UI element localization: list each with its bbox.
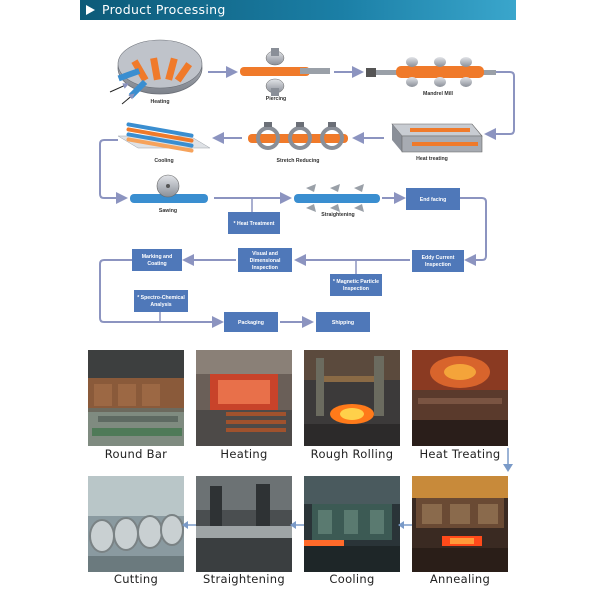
- sawing-illustration: [130, 174, 208, 203]
- marking-label-2: Coating: [147, 261, 166, 267]
- magnetic-label-1: * Magnetic Particle: [333, 279, 379, 285]
- spectro-label-2: Analysis: [150, 302, 171, 308]
- caption-heating: Heating: [220, 447, 268, 461]
- flow-connector: [484, 71, 515, 140]
- end-facing-label: End facing: [420, 197, 447, 203]
- shipping-box: [316, 312, 370, 332]
- spectro-chemical-box: [134, 290, 188, 312]
- process-flow-diagram: Heating Piercing Mandrel Mill Heat treat…: [99, 39, 515, 332]
- packaging-box: [224, 312, 278, 332]
- flow-connector: [99, 259, 224, 328]
- heating-photo: [196, 350, 292, 446]
- step-mandrel-mill-label: Mandrel Mill: [423, 91, 454, 97]
- packaging-label: Packaging: [238, 320, 264, 326]
- eddy-current-box: [412, 250, 464, 272]
- marking-label-1: Marking and: [142, 254, 173, 260]
- visual-label-3: Inspection: [252, 265, 278, 271]
- left-arrow-icon: [182, 521, 196, 529]
- heat-treating-furnace-illustration: [391, 123, 483, 153]
- step-straightening-label: Straightening: [321, 212, 354, 218]
- caption-heat-treating: Heat Treating: [419, 447, 501, 461]
- flow-connector: [460, 197, 487, 266]
- caption-cutting: Cutting: [113, 572, 159, 586]
- cooling-photo: [304, 476, 400, 572]
- annealing-photo: [412, 476, 508, 572]
- heat-treating-photo: [412, 350, 508, 446]
- piercing-illustration: [240, 48, 330, 96]
- cutting-photo: [88, 476, 184, 572]
- heat-treatment-label: * Heat Treatment: [234, 221, 275, 227]
- down-arrow-icon: [503, 448, 513, 472]
- step-cooling-label: Cooling: [154, 158, 173, 164]
- marking-coating-box: [132, 249, 182, 271]
- cooling-bed-illustration: [117, 122, 211, 153]
- straightening-illustration: [294, 184, 380, 212]
- caption-cooling: Cooling: [329, 572, 375, 586]
- straightening-photo: [196, 476, 292, 572]
- caption-annealing: Annealing: [429, 572, 491, 586]
- spectro-label-1: * Spectro-Chemical: [137, 295, 185, 301]
- heating-furnace-illustration: [109, 39, 203, 105]
- magnetic-particle-box: [330, 274, 382, 296]
- end-facing-box: [406, 188, 460, 210]
- rough-rolling-photo: [304, 350, 400, 446]
- stretch-reducing-illustration: [248, 122, 348, 150]
- magnetic-label-2: Inspection: [343, 286, 369, 292]
- eddy-current-label-2: Inspection: [425, 262, 451, 268]
- caption-straightening: Straightening: [203, 572, 285, 586]
- visual-dimensional-box: [238, 248, 292, 272]
- visual-label-1: Visual and: [252, 251, 278, 257]
- section-title: Product Processing: [102, 2, 226, 17]
- step-stretch-reducing-label: Stretch Reducing: [277, 158, 320, 164]
- round-bar-photo: [88, 350, 184, 446]
- step-heat-treating-label: Heat treating: [416, 156, 448, 162]
- play-arrow-icon: [86, 5, 95, 15]
- left-arrow-icon: [398, 521, 412, 529]
- heat-treatment-box: [228, 212, 280, 234]
- caption-round-bar: Round Bar: [104, 447, 168, 461]
- step-piercing-label: Piercing: [266, 96, 286, 102]
- flow-connector: [99, 139, 128, 204]
- eddy-current-label-1: Eddy Current: [422, 255, 455, 261]
- step-sawing-label: Sawing: [159, 208, 177, 214]
- shipping-label: Shipping: [332, 320, 354, 326]
- caption-rough-rolling: Rough Rolling: [310, 447, 394, 461]
- left-arrow-icon: [290, 521, 304, 529]
- step-heating-label: Heating: [150, 99, 169, 105]
- visual-label-2: Dimensional: [250, 258, 281, 264]
- mandrel-mill-illustration: [366, 57, 496, 87]
- section-header: Product Processing: [80, 0, 516, 20]
